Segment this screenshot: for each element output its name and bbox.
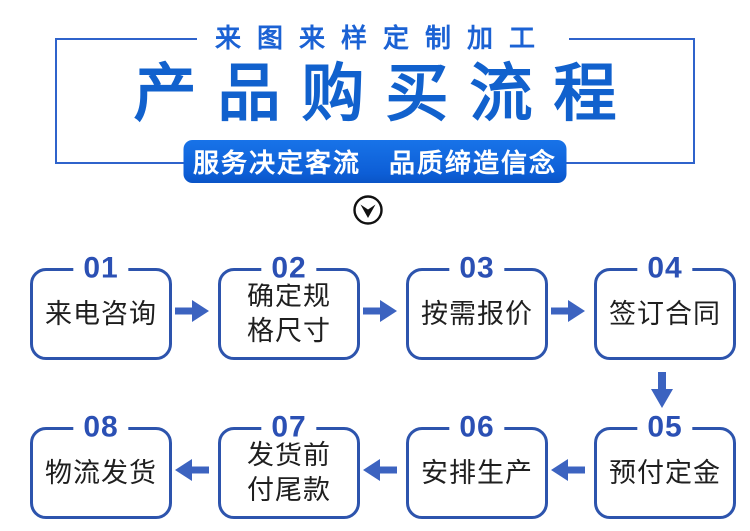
flow-step-7: 07 发货前 付尾款 <box>218 412 360 519</box>
step-label: 来电咨询 <box>45 298 157 329</box>
step-number: 03 <box>449 253 505 284</box>
flow-step-3: 03 按需报价 <box>406 253 548 360</box>
step-label: 确定规 格尺寸 <box>247 281 331 346</box>
arrow-right-icon <box>363 300 397 327</box>
flow-step-4: 04 签订合同 <box>594 253 736 360</box>
page-title: 产品购买流程 <box>0 56 750 132</box>
header-tagline-text: 来图来样定制加工 <box>196 23 569 53</box>
chevron-down-circle-icon <box>352 194 384 226</box>
step-number: 06 <box>449 412 505 443</box>
arrow-right-icon <box>551 300 585 327</box>
step-label: 物流发货 <box>45 457 157 488</box>
step-number: 07 <box>261 412 317 443</box>
header-banner-text: 服务决定客流 品质缔造信念 <box>192 148 557 178</box>
step-label: 签订合同 <box>609 298 721 329</box>
page-title-text: 产品购买流程 <box>133 59 638 129</box>
flow-step-6: 06 安排生产 <box>406 412 548 519</box>
header-tagline: 来图来样定制加工 <box>0 23 750 53</box>
step-label: 按需报价 <box>421 298 533 329</box>
arrow-right-icon <box>175 300 209 327</box>
flow-step-5: 05 预付定金 <box>594 412 736 519</box>
step-label: 安排生产 <box>421 457 533 488</box>
arrow-left-icon <box>175 459 209 486</box>
step-number: 08 <box>73 412 129 443</box>
flow-step-2: 02 确定规 格尺寸 <box>218 253 360 360</box>
step-label: 发货前 付尾款 <box>247 440 331 505</box>
header-banner: 服务决定客流 品质缔造信念 <box>183 140 567 183</box>
step-number: 05 <box>637 412 693 443</box>
flow-step-8: 08 物流发货 <box>30 412 172 519</box>
flow-step-1: 01 来电咨询 <box>30 253 172 360</box>
arrow-left-icon <box>551 459 585 486</box>
step-label: 预付定金 <box>609 457 721 488</box>
arrow-left-icon <box>363 459 397 486</box>
step-number: 04 <box>637 253 693 284</box>
arrow-down-icon <box>651 372 673 413</box>
step-number: 01 <box>73 253 129 284</box>
step-number: 02 <box>261 253 317 284</box>
